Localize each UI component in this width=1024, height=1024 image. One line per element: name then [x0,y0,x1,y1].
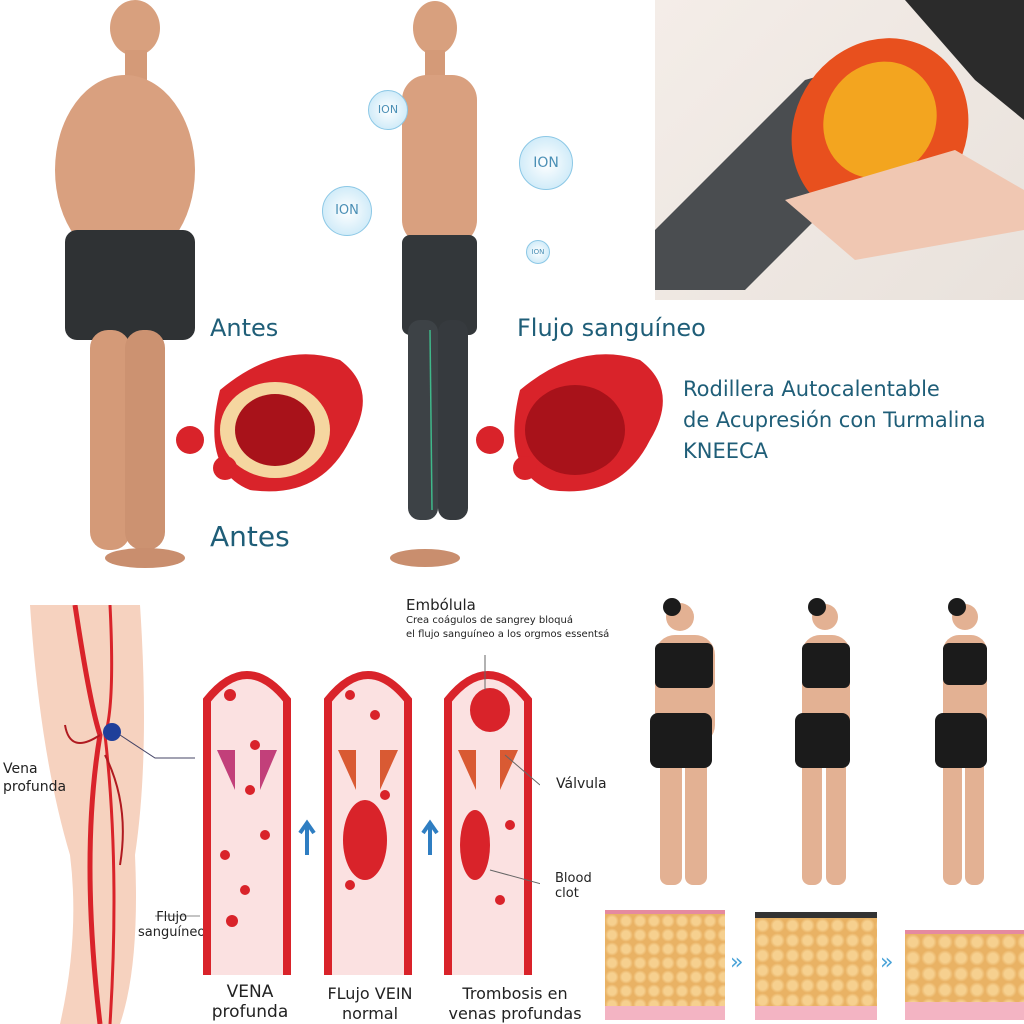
product-title-line: Rodillera Autocalentable [683,377,940,401]
deep-vein-label-line: Vena [3,761,38,777]
vein-tubes [203,655,540,975]
blood-clot-label: Blood clot [555,871,592,901]
fat-tissue-sleeve [755,912,877,1020]
ion-bubble: ION [368,90,408,130]
blood-clot-label-line: Blood [555,871,592,886]
before-label: Antes [210,520,290,553]
flow-up-arrow [298,819,316,855]
embolus-description: Crea coágulos de sangrey bloquá el flujo… [406,614,609,642]
fat-tissue-after [905,930,1024,1020]
tube-caption-thrombosis: Trombosis en venas profundas [430,984,600,1024]
overweight-man-figure [55,0,195,568]
deep-vein-label: Vena profunda [3,760,66,796]
ion-bubble: ION [526,240,550,264]
women-weight-loss-figures [650,598,987,885]
fat-tissue-before [605,910,725,1020]
blood-flow-label: Flujo sanguíneo [517,314,706,342]
embolus-description-line: Crea coágulos de sangrey bloquá [406,615,573,626]
chevron-right-icon: » [880,950,894,975]
flow-up-arrow [421,819,439,855]
clogged-vessel-icon [176,354,363,492]
knee-sleeve-photo [655,0,1024,300]
tube-caption-normal: FLujo VEIN normal [310,984,430,1024]
before-label: Antes [210,314,279,342]
valve-label: Válvula [556,776,607,792]
normal-vein-tube [324,671,412,975]
tube-caption-deep-vein: VENA profunda [190,982,310,1022]
tube-caption-line: normal [341,1004,399,1023]
blood-flow-caption-line: sanguíneo [138,925,206,940]
blood-flow-caption: Flujo sanguíneo [138,910,205,940]
product-title: Rodillera Autocalentable de Acupresión c… [683,374,986,467]
slim-man-figure [390,1,477,567]
tube-caption-line: FLujo VEIN [327,984,413,1003]
tube-caption-line: venas profundas [448,1004,582,1023]
ion-bubble: ION [322,186,372,236]
blood-flow-caption-line: Flujo [156,910,188,925]
clear-vessel-icon [476,354,663,492]
product-title-line: de Acupresión con Turmalina [683,408,986,432]
embolus-title: Embólula [406,596,476,614]
deep-vein-label-line: profunda [3,779,67,795]
blood-clot-label-line: clot [555,886,579,901]
deep-vein-tube [203,671,291,975]
product-title-line: KNEECA [683,439,769,463]
tube-caption-line: Trombosis en [462,984,568,1003]
tube-caption-line: VENA [226,982,274,1002]
tube-caption-line: profunda [211,1002,289,1022]
thrombosis-vein-tube [444,655,540,975]
ion-bubble: ION [519,136,573,190]
chevron-right-icon: » [730,950,744,975]
leg-vein-illustration [30,605,200,1024]
embolus-description-line: el flujo sanguíneo a los orgmos essentsá [406,629,610,640]
